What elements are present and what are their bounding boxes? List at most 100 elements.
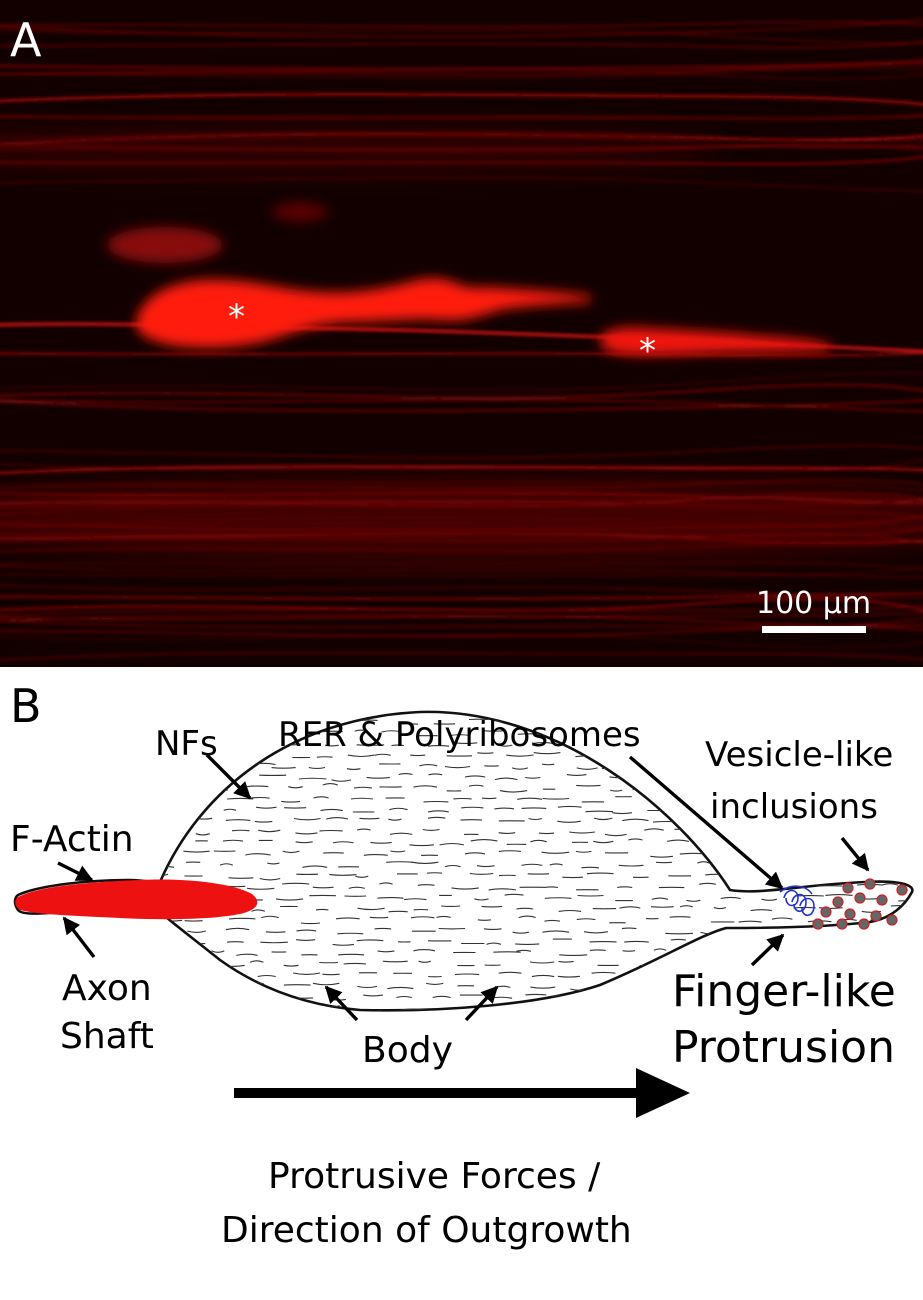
neurofilament [160,983,176,987]
neurofilament [619,906,641,909]
neurofilament [444,765,471,769]
neurofilament [231,829,250,832]
neurofilament [543,886,558,889]
neurofilament [292,972,321,975]
neurofilament [518,915,536,919]
neurofilament [585,810,614,813]
neurofilament [308,766,326,769]
neurofilament [257,974,276,978]
neurofilament [326,817,349,820]
axon-fiber [0,445,923,459]
neurofilament [848,963,875,965]
neurofilament [583,931,609,934]
neurofilament [644,828,664,831]
neurofilament [160,865,175,868]
label-vesicle-line1: Vesicle-like [705,735,893,775]
neurofilament [864,830,890,832]
neurofilament [683,797,713,800]
neurofilament [398,773,413,776]
neurofilament [897,723,913,726]
neurofilament [745,729,769,732]
neurofilament [160,795,179,797]
neurofilament [288,786,303,789]
neurofilament [223,808,237,811]
neurofilament [542,797,570,800]
arrow-axon [62,916,96,959]
neurofilament [488,888,516,891]
neurofilament [219,863,234,866]
neurofilament [160,834,173,836]
neurofilament [866,941,881,944]
neurofilament [665,932,693,935]
neurofilament [825,894,853,896]
arrow-rer [628,755,784,890]
neurofilament [559,954,588,956]
neurofilament [575,850,592,853]
neurofilament [549,863,563,866]
neurofilament [461,806,484,809]
neurofilament [680,754,708,757]
neurofilament [652,820,681,823]
neurofilament [591,971,616,974]
neurofilament [332,841,354,844]
neurofilament [676,746,701,749]
neurofilament [796,784,823,787]
neurofilament [804,731,824,734]
neurofilament [768,843,783,847]
scale-bar-label: 100 µm [756,586,871,621]
neurofilament [312,886,334,889]
neurofilament [313,796,329,799]
neurofilament [669,916,691,918]
neurofilament [749,854,769,857]
axon-fiber [0,592,923,600]
neurofilament [880,876,895,880]
axon-fiber [0,21,923,28]
neurofilament [622,818,649,822]
neurofilament [807,929,834,932]
neurofilament [900,810,913,813]
neurofilament [504,893,524,896]
axon-fiber [0,372,923,391]
axon-fiber [0,67,923,80]
neurofilament [374,927,392,930]
neurofilament [720,896,741,900]
neurofilament [389,832,413,835]
neurofilament [377,950,395,953]
neurofilament [705,873,726,876]
axon-fiber [0,615,923,627]
axon-fiber [0,562,923,571]
neurofilament [386,861,414,863]
neurofilament [834,931,853,934]
neurofilament [905,986,913,989]
label-axon-line1: Axon [62,968,152,1009]
neurofilament [256,744,276,747]
neurofilament [697,861,710,864]
neurofilament [476,865,495,868]
neurofilament [557,805,582,808]
neurofilament [897,921,913,924]
neurofilament [354,729,368,732]
neurofilament [261,915,279,919]
neurofilament [210,789,228,792]
neurofilament [296,929,317,932]
axon-fiber [0,584,923,599]
neurofilament [530,986,556,989]
neurofilament [300,922,321,925]
neurofilament [224,764,251,768]
neurofilament [337,932,364,935]
axon-fiber [0,68,923,80]
neurofilament [771,917,793,920]
label-forces-line1: Protrusive Forces / [268,1156,601,1197]
neurofilament [271,767,296,769]
neurofilament [254,820,273,823]
neurofilament [451,887,479,890]
neurofilament [427,810,449,813]
neurofilament [576,918,596,921]
neurofilament [428,773,443,776]
neurofilament [668,783,690,786]
neurofilament [621,927,637,930]
neurofilament [417,884,435,886]
neurofilament [293,817,321,821]
vesicle-like-inclusions [812,878,908,930]
neurofilament [356,828,371,831]
